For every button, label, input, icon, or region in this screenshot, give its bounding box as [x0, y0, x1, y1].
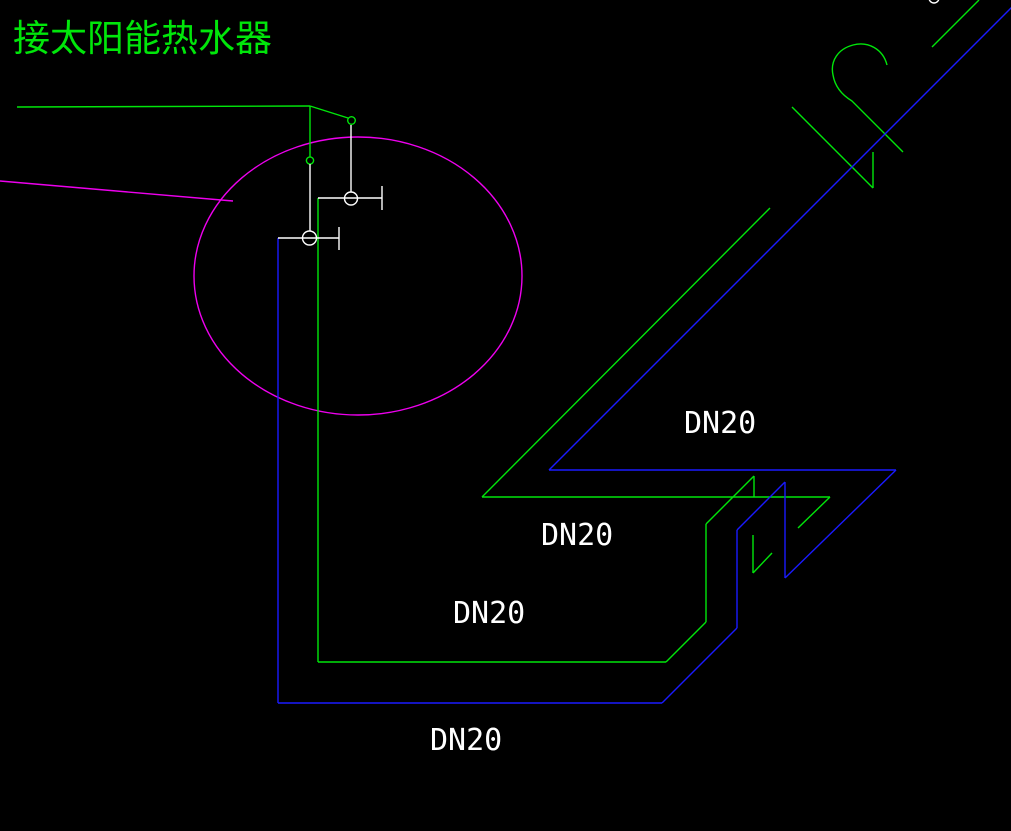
- solar-heater-annotation: 接太阳能热水器: [13, 17, 272, 60]
- pipe-size-label-middle: DN20: [541, 518, 614, 553]
- revision-cloud: [0, 136, 523, 416]
- cold-water-pipe: [277, 7, 1011, 704]
- pipe-size-label-bottom: DN20: [430, 723, 503, 758]
- pipe-size-label-top: DN20: [684, 406, 757, 441]
- valve-and-fitting-symbols: [278, 0, 940, 250]
- hot-water-pipe: [16, 0, 980, 663]
- pipe-size-label-lower: DN20: [453, 596, 526, 631]
